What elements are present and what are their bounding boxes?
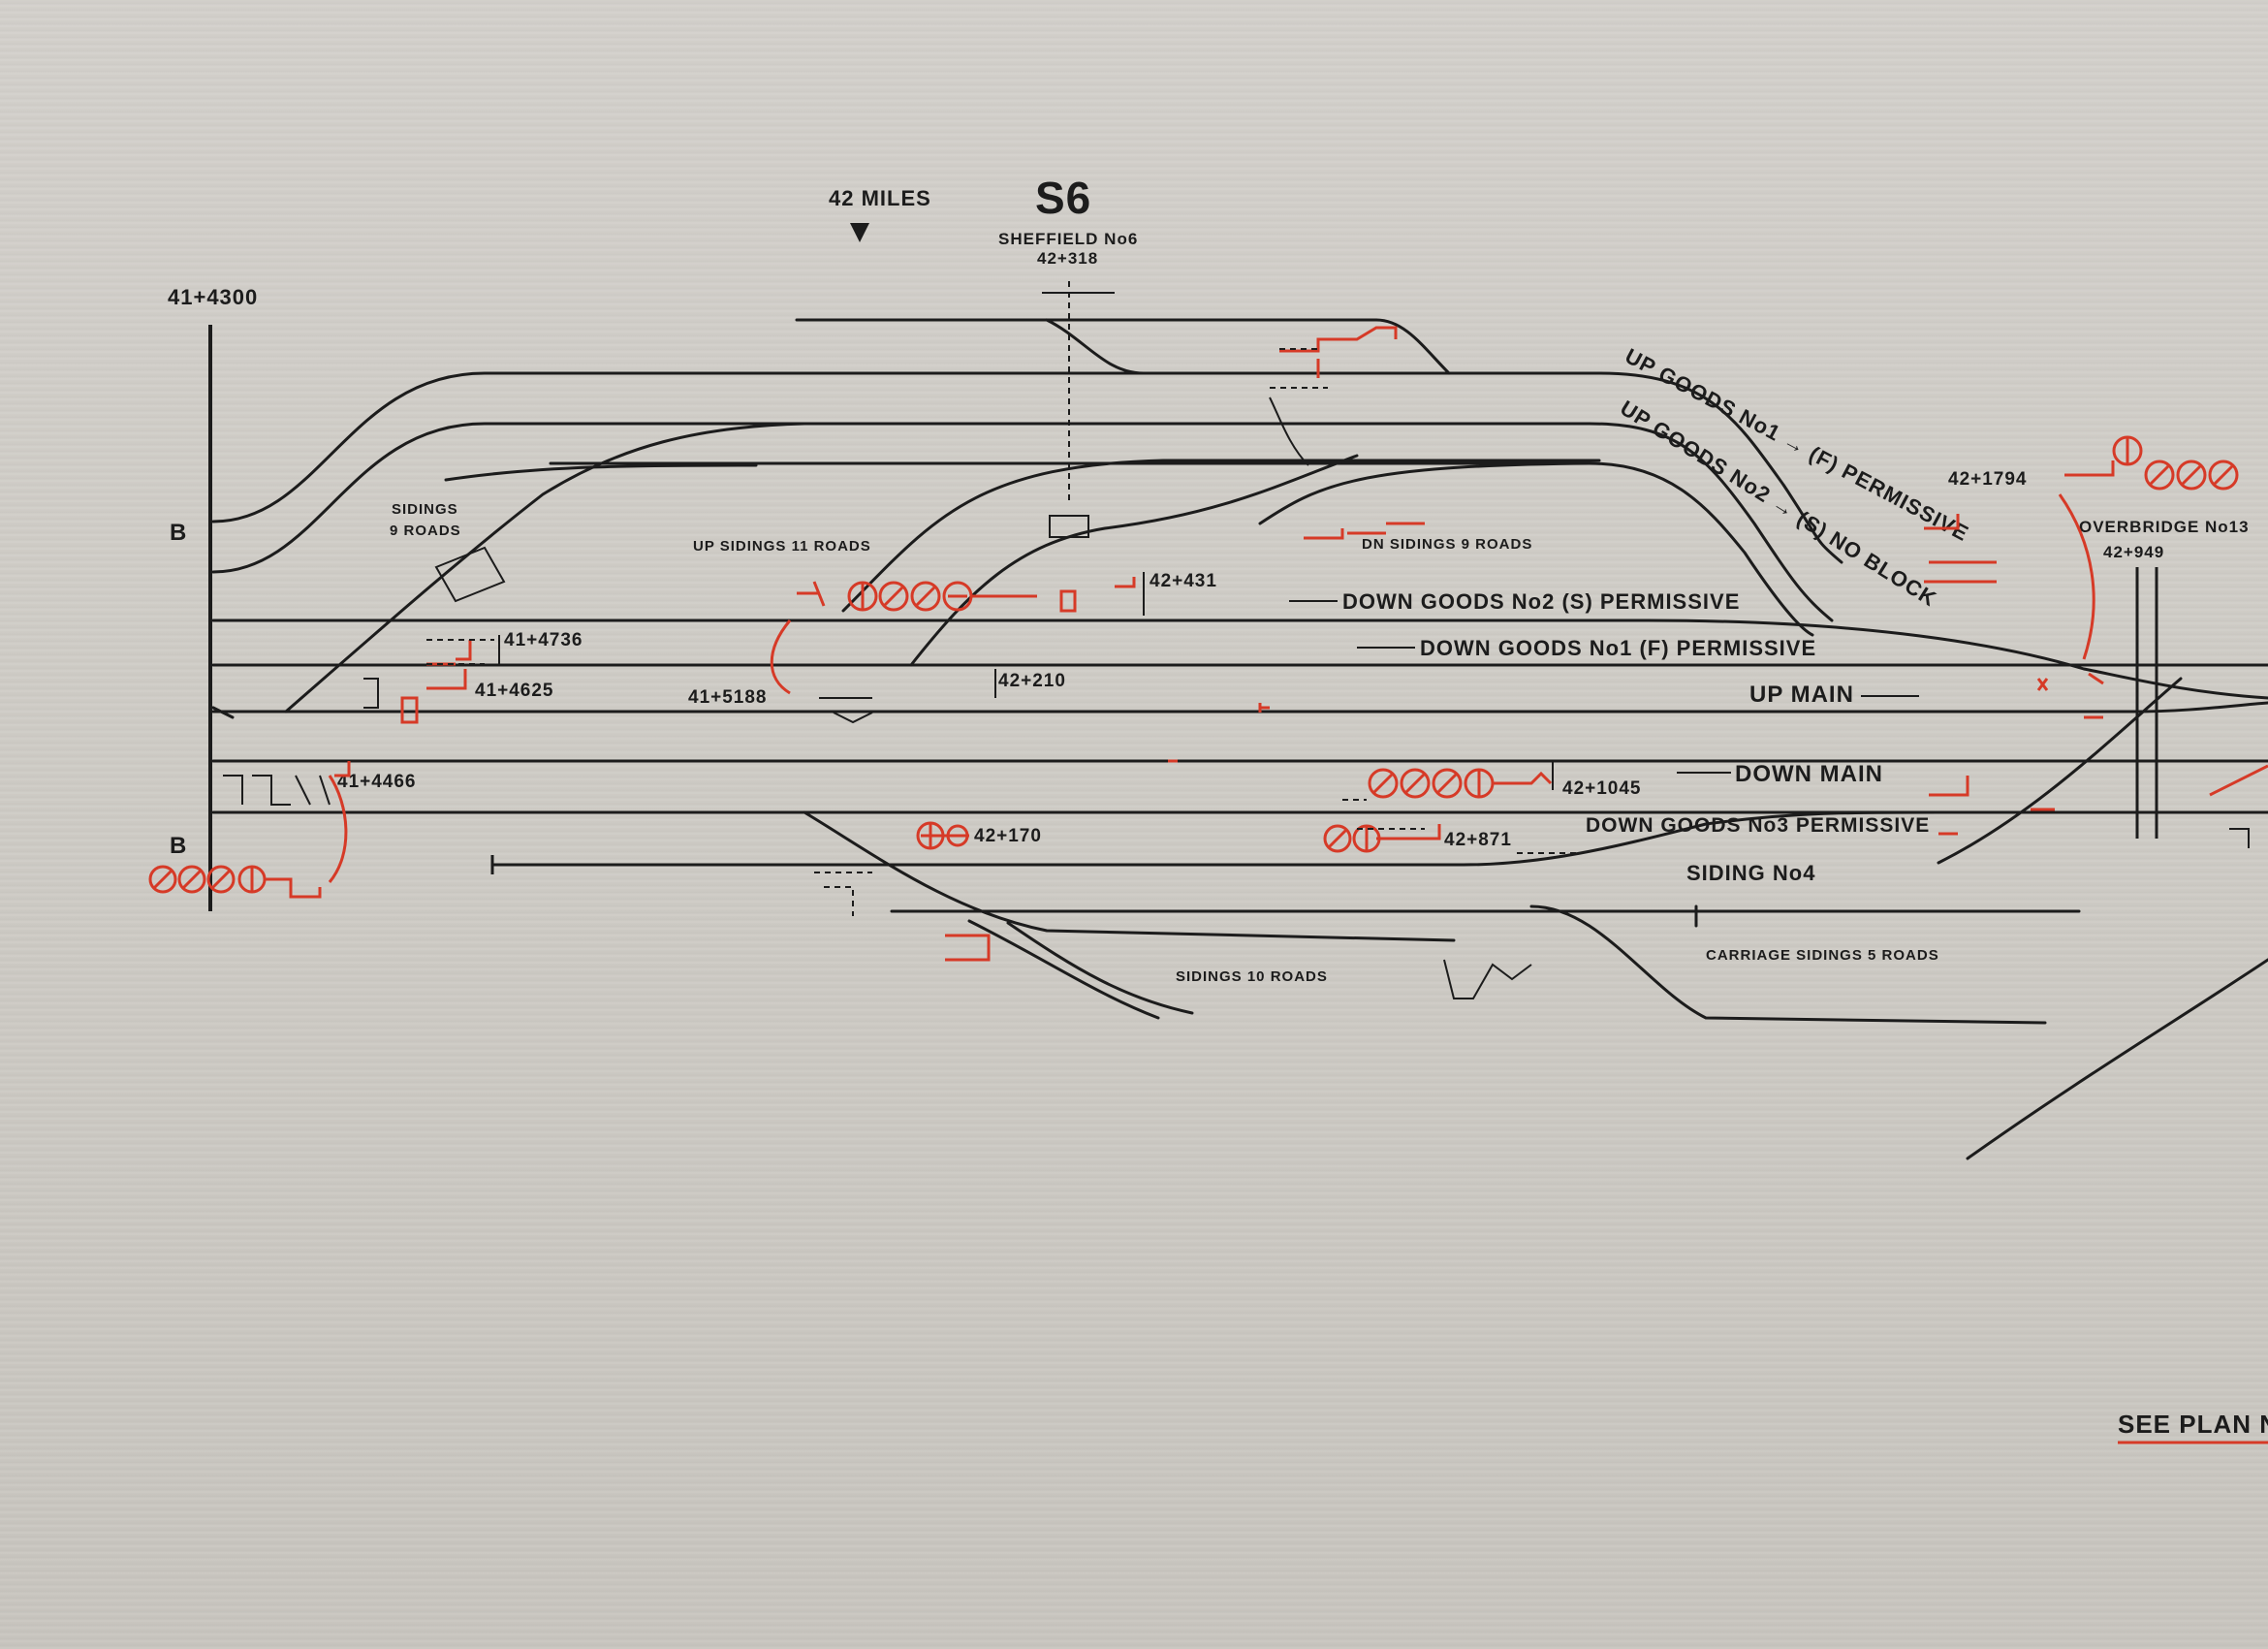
track-up-main: [211, 701, 2268, 714]
label-up-sidings: UP SIDINGS 11 ROADS: [693, 538, 871, 555]
overbridge-label: OVERBRIDGE No13: [2079, 518, 2250, 536]
start-mileage: 41+4300: [168, 285, 258, 309]
track-sidings-10-b: [967, 919, 1160, 1020]
box-name: SHEFFIELD No6: [998, 230, 1138, 248]
box-code: S6: [1035, 173, 1091, 223]
edge-marker-top: B: [170, 520, 187, 546]
signal-group-mid: [921, 672, 2104, 962]
mileage-41-4625: 41+4625: [475, 681, 554, 701]
ground-frame-symbols: [223, 348, 2250, 999]
mileage-42-1045: 42+1045: [1562, 778, 1642, 799]
track-headshunt-branch: [1045, 318, 1146, 375]
track-up-goods-1: [211, 371, 1843, 564]
label-down-main: DOWN MAIN: [1735, 761, 1883, 787]
label-up-main: UP MAIN: [1749, 682, 1854, 708]
label-down-goods-1: DOWN GOODS No1 (F) PERMISSIVE: [1420, 636, 1816, 660]
mileage-42-871: 42+871: [1444, 830, 1512, 850]
edge-marker-bottom: B: [170, 833, 187, 859]
mileage-42-210: 42+210: [998, 671, 1066, 691]
track-down-goods-crossover: [1258, 461, 1591, 525]
track-siding-4: [490, 810, 1940, 867]
track-down-goods-2: [211, 618, 2268, 700]
box-mileage: 42+318: [1037, 249, 1098, 268]
track-sidings-9-a: [284, 422, 806, 714]
track-carriage-sidings-lower: [1529, 904, 2047, 1025]
track-dn-sidings: [841, 459, 1601, 613]
mileage-marker-label: 42 MILES: [829, 186, 931, 210]
track-far-right-crossover: [1937, 677, 2183, 865]
mileage-42-1794: 42+1794: [1948, 469, 2028, 490]
track-sidings-10-c: [1006, 921, 1194, 1015]
label-siding-4: SIDING No4: [1686, 861, 1815, 885]
box-symbol: [1049, 515, 1089, 538]
signal-group-left: [334, 640, 472, 777]
label-dn-sidings: DN SIDINGS 9 ROADS: [1362, 536, 1532, 553]
track-sidings-10-a: [803, 810, 1456, 942]
mileage-41-5188: 41+5188: [688, 687, 768, 708]
signal-group-up-sidings: [770, 577, 1136, 695]
mileage-42-431: 42+431: [1150, 571, 1217, 591]
mileage-marker-arrow: [850, 223, 869, 242]
label-sidings-10: SIDINGS 10 ROADS: [1176, 968, 1328, 985]
signal-group-right: [1924, 435, 2268, 836]
label-sidings-9-line1: SIDINGS: [392, 501, 458, 518]
signal-group-top: [1279, 326, 1425, 540]
label-down-goods-3: DOWN GOODS No3 PERMISSIVE: [1586, 814, 1930, 837]
track-up-goods-2: [211, 422, 1834, 622]
track-up-sidings-curve: [909, 454, 1359, 667]
track-sidings-9-b: [444, 463, 758, 482]
mileage-42-949: 42+949: [2103, 543, 2164, 561]
track-headshunt: [795, 318, 1451, 375]
mileage-41-4736: 41+4736: [504, 630, 583, 650]
signal-group-bottom-left: [148, 775, 348, 899]
label-carriage-sidings: CARRIAGE SIDINGS 5 ROADS: [1706, 947, 1939, 964]
label-down-goods-2: DOWN GOODS No2 (S) PERMISSIVE: [1342, 589, 1740, 614]
mileage-41-4466: 41+4466: [337, 772, 417, 792]
mileage-42-170: 42+170: [974, 826, 1042, 846]
track-far-right-diagonal: [1966, 958, 2268, 1160]
label-sidings-9-line2: 9 ROADS: [390, 523, 461, 539]
sidings-left-short: [211, 706, 235, 719]
see-plan-label: SEE PLAN N: [2118, 1410, 2268, 1439]
track-up-sidings-top: [549, 461, 1814, 637]
